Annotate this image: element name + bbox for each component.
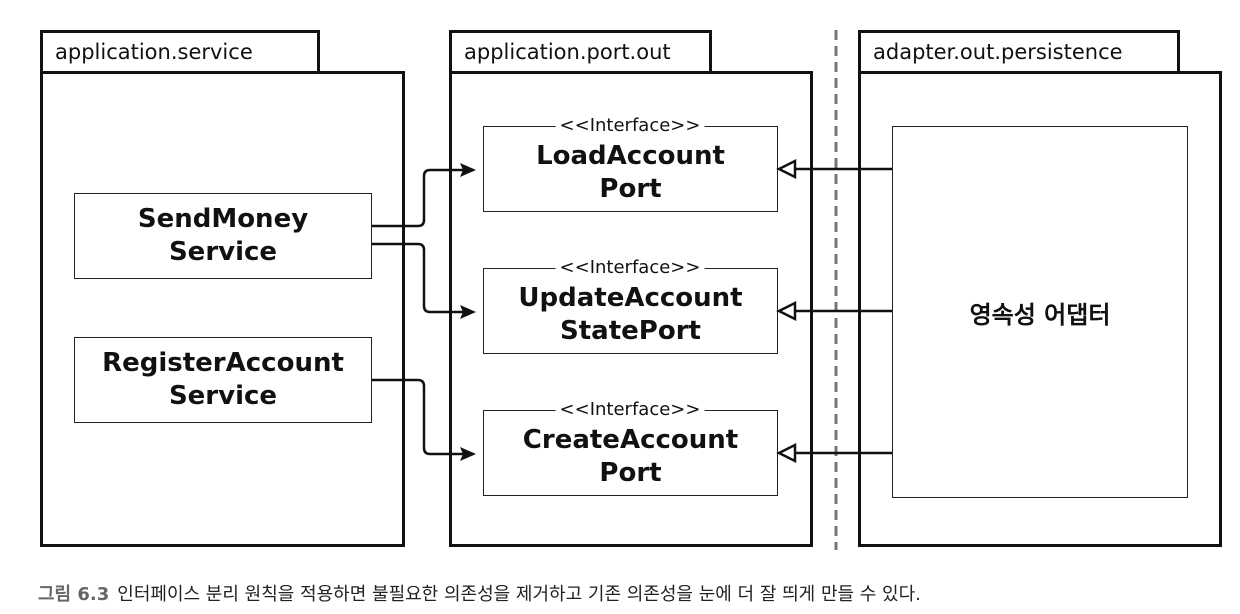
create-account-port-label: CreateAccount Port: [522, 425, 739, 488]
dependency-register-account-to-create-account: [372, 378, 470, 456]
dependency-send-money-to-load-account: [372, 168, 470, 228]
load-account-port-stereotype: <<Interface>>: [555, 116, 705, 136]
load-account-port-box: LoadAccount Port: [483, 126, 778, 212]
arrowhead-load-account: [460, 163, 476, 177]
figure-caption-text: 인터페이스 분리 원칙을 적용하면 불필요한 의존성을 제거하고 기존 의존성을…: [117, 584, 921, 605]
send-money-service-box: SendMoney Service: [74, 193, 372, 279]
service-package-label: application.service: [55, 40, 253, 64]
create-account-port-stereotype: <<Interface>>: [555, 400, 705, 420]
realization-arrowhead-update-account-state: [776, 300, 797, 322]
figure-caption: 그림 6.3 인터페이스 분리 원칙을 적용하면 불필요한 의존성을 제거하고 기…: [38, 580, 921, 606]
persistence-package-label: adapter.out.persistence: [873, 40, 1123, 64]
realization-arrowhead-create-account: [776, 442, 797, 464]
persistence-adapter-box: 영속성 어댑터: [892, 126, 1188, 498]
dependency-send-money-to-update-account-state: [372, 242, 470, 314]
update-account-state-port-stereotype: <<Interface>>: [555, 258, 705, 278]
service-package-tab: application.service: [40, 30, 320, 74]
persistence-package-tab: adapter.out.persistence: [858, 30, 1180, 74]
service-package: [40, 71, 405, 547]
register-account-service-box: RegisterAccount Service: [74, 337, 372, 423]
persistence-adapter-label: 영속성 어댑터: [969, 300, 1111, 329]
port-out-package-label: application.port.out: [464, 40, 671, 64]
arrowhead-create-account: [460, 447, 476, 461]
send-money-service-label: SendMoney Service: [137, 204, 309, 267]
create-account-port-box: CreateAccount Port: [483, 410, 778, 496]
realization-arrowhead-load-account: [776, 158, 797, 180]
figure-number: 그림 6.3: [38, 584, 110, 605]
update-account-state-port-box: UpdateAccount StatePort: [483, 268, 778, 354]
arrowhead-update-account-state: [460, 305, 476, 319]
register-account-service-label: RegisterAccount Service: [102, 348, 344, 411]
port-out-package-tab: application.port.out: [449, 30, 712, 74]
load-account-port-label: LoadAccount Port: [536, 141, 725, 204]
update-account-state-port-label: UpdateAccount StatePort: [518, 283, 743, 346]
